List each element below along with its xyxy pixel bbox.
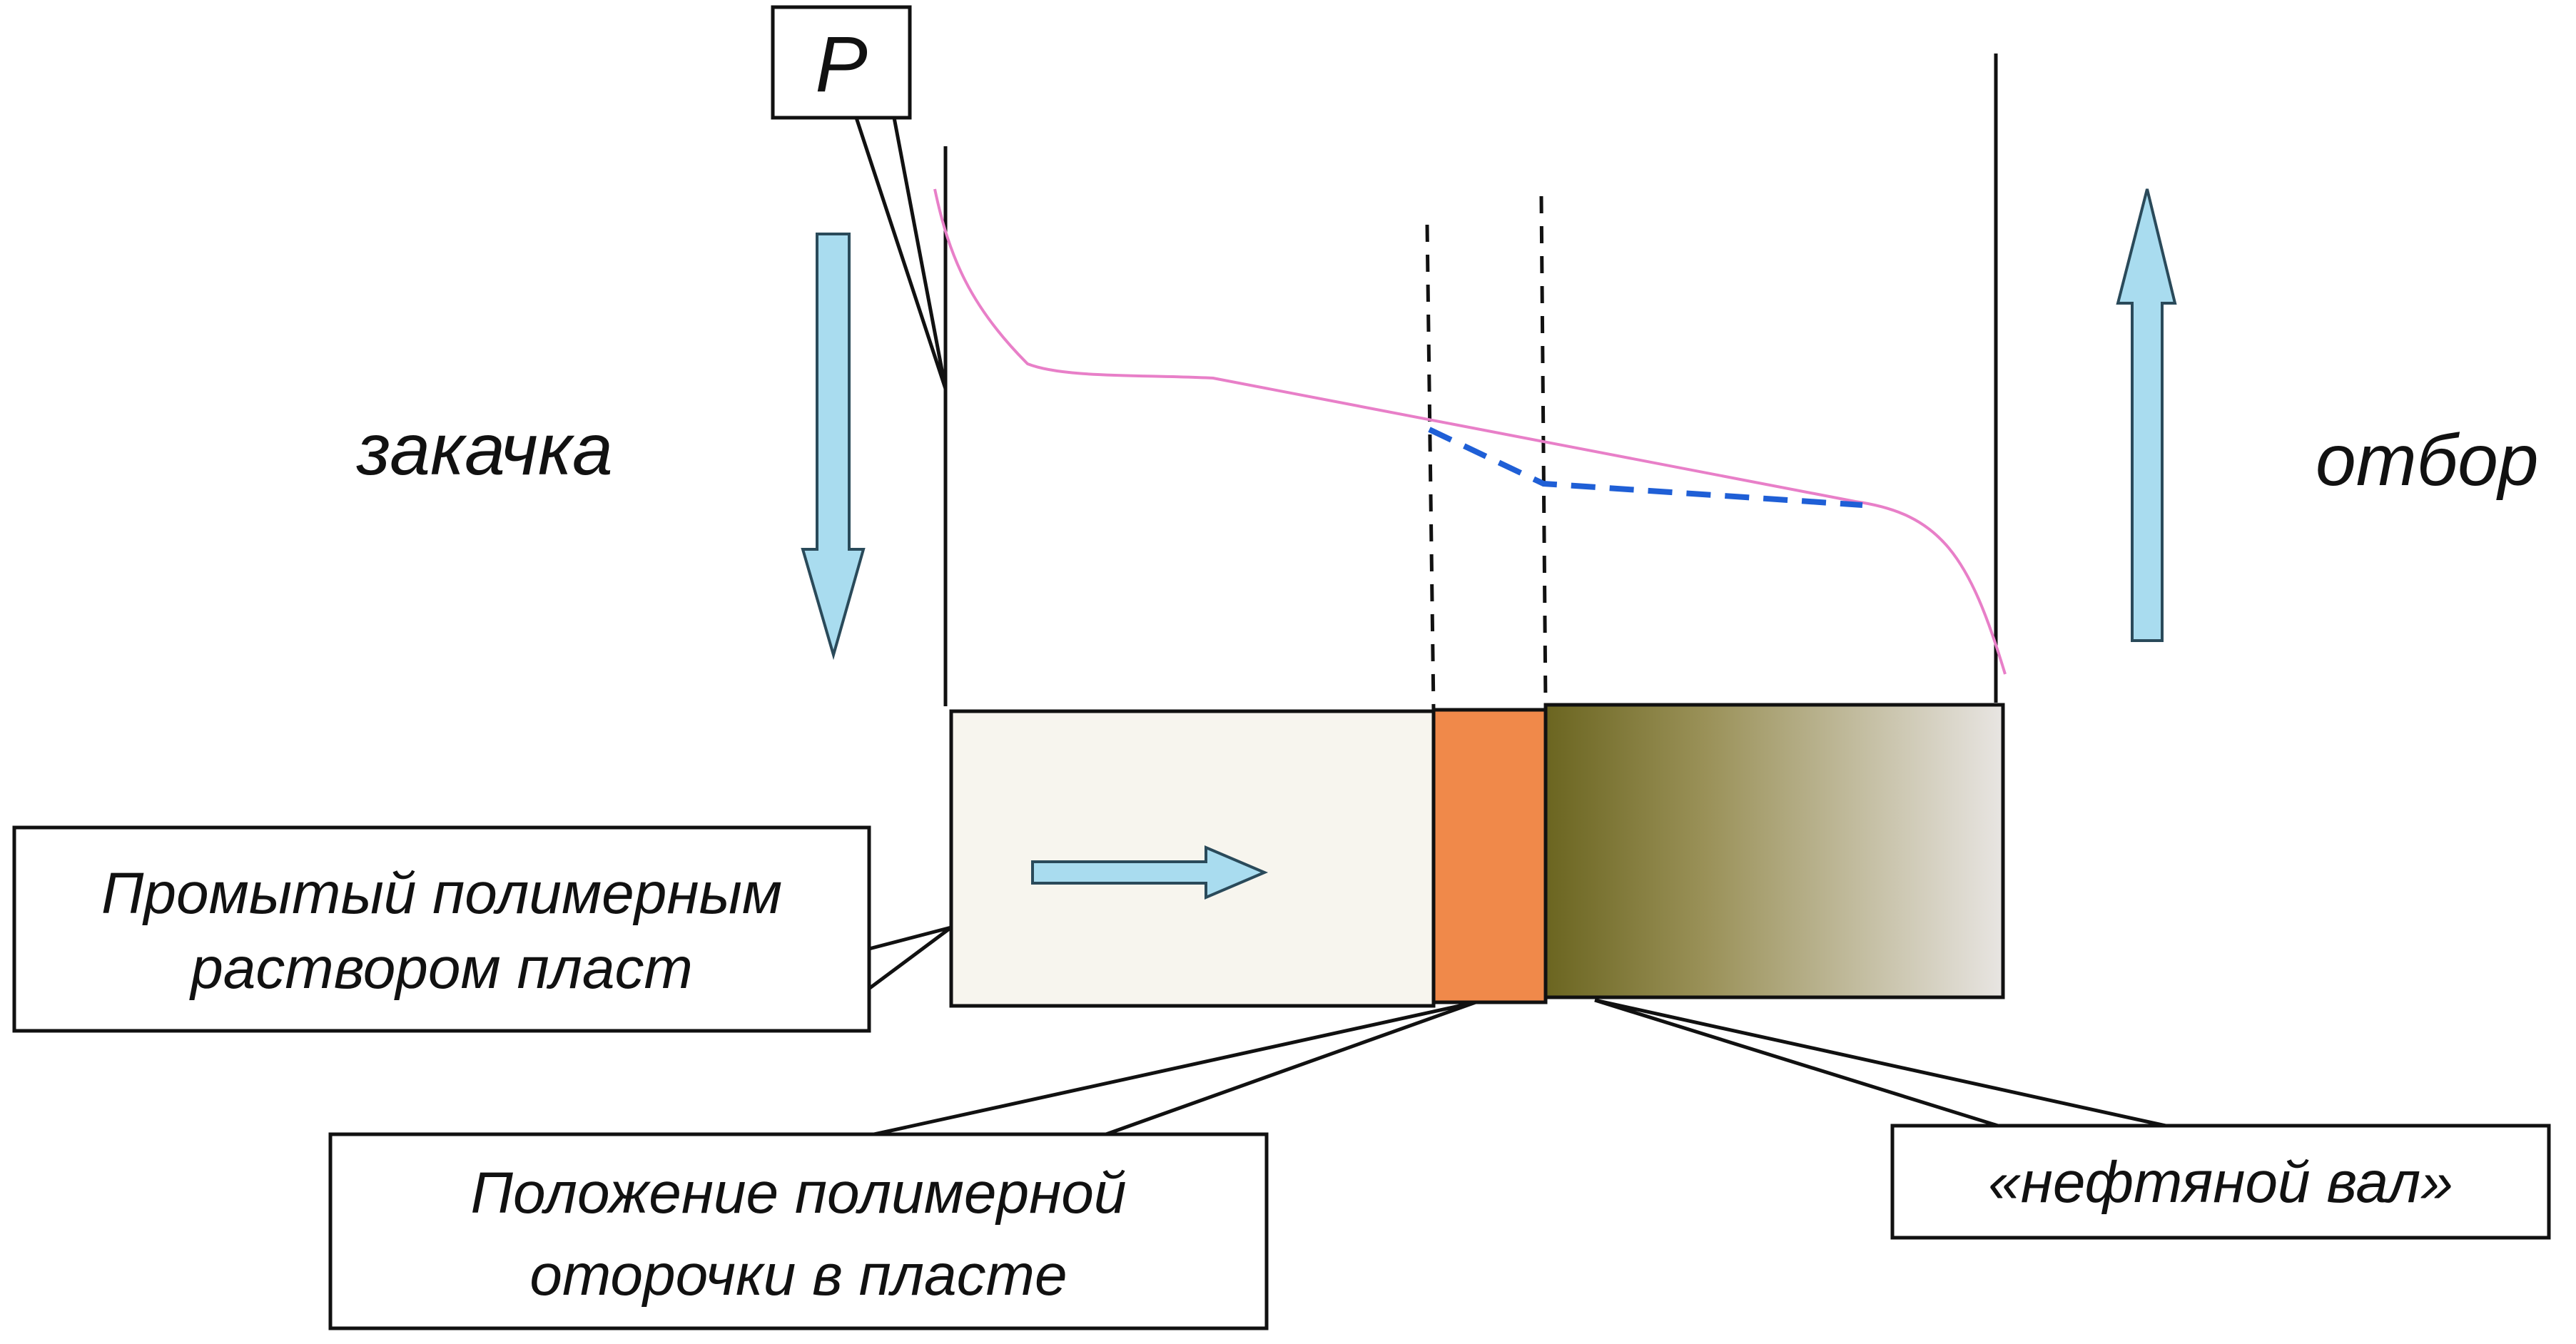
flushed-zone-callout-box <box>12 825 871 1033</box>
pressure-curve <box>933 188 2007 675</box>
slug-label-line-2: оторочки в пласте <box>529 1243 1067 1308</box>
flushed-zone-callout-pointer <box>865 925 953 994</box>
slug-label-line-1: Положение полимерной <box>471 1161 1127 1226</box>
flushed-zone-label-line-2: раствором пласт <box>188 936 693 1001</box>
flushed-zone-label-line-1: Промытый полимерным <box>101 861 782 926</box>
pressure-label: P <box>815 21 867 108</box>
oil-bank-callout-box <box>1890 1124 2551 1240</box>
pressure-label-box <box>771 5 912 120</box>
injection-arrow-icon <box>801 233 866 661</box>
flushed-zone <box>949 709 1436 1008</box>
oil-bank-label: «нефтяной вал» <box>1988 1150 2453 1215</box>
oil-bank-callout-pointer <box>1594 998 2166 1128</box>
injection-label: закачка <box>356 409 613 490</box>
slug-callout-box <box>328 1132 1269 1330</box>
pressure-pointer <box>854 117 948 390</box>
production-arrow-icon <box>2116 188 2177 642</box>
pressure-curve-dashed <box>1428 427 1863 508</box>
oil-bank-zone <box>1543 703 2005 999</box>
slug-rear-boundary <box>1425 224 1436 711</box>
slug-callout-pointer <box>873 1000 1476 1136</box>
flow-direction-arrow-icon <box>1031 845 1269 900</box>
polymer-slug <box>1431 708 1548 1004</box>
production-label: отбор <box>2316 419 2539 501</box>
slug-front-boundary <box>1539 195 1548 706</box>
